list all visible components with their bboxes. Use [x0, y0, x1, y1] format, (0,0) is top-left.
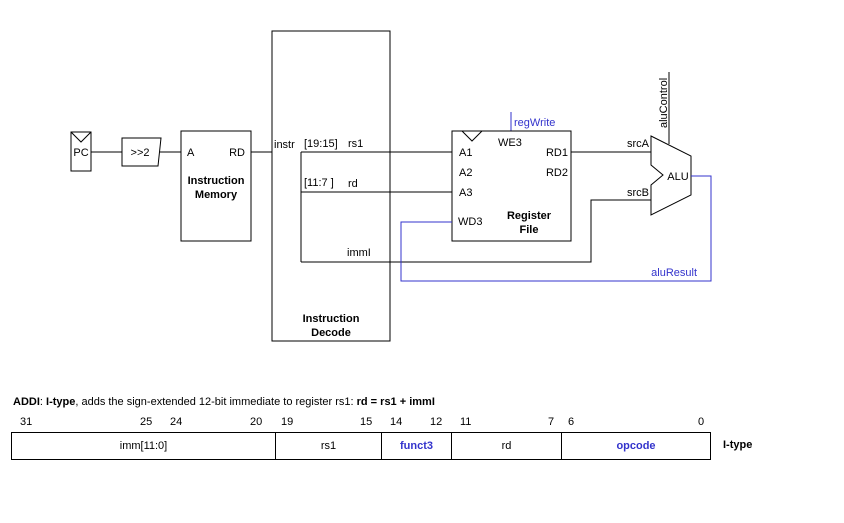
regfile-a3-port: A3: [459, 187, 472, 199]
imm-signal-label: immI: [347, 247, 371, 259]
regfile-rd2-port: RD2: [546, 167, 568, 179]
caption-instruction-name: ADDI: [13, 396, 40, 408]
format-type-label: I-type: [723, 439, 753, 451]
decode-title-line2: Decode: [311, 327, 351, 339]
imem-a-port: A: [187, 147, 195, 159]
bit-label: 24: [170, 416, 183, 428]
field-opcode: opcode: [561, 432, 711, 460]
field-rd: rd: [451, 432, 562, 460]
imem-title-line2: Memory: [195, 189, 238, 201]
caption-formula: rd = rs1 + immI: [356, 396, 435, 408]
register-file: A1 A2 A3 WD3 WE3 RD1 RD2 Register File: [451, 130, 572, 242]
bit-label: 12: [430, 416, 443, 428]
instruction-caption: ADDI: I-type, adds the sign-extended 12-…: [13, 396, 435, 408]
field-rs1: rs1: [275, 432, 382, 460]
bit-label: 31: [20, 416, 33, 428]
aluresult-label: aluResult: [651, 267, 697, 279]
srcb-label: srcB: [627, 187, 649, 199]
instruction-decode: instr Instruction Decode: [271, 30, 391, 342]
bit-label: 15: [360, 416, 373, 428]
regfile-wd3-port: WD3: [458, 216, 482, 228]
pc-label: PC: [73, 147, 88, 159]
shift-block: >>2: [121, 137, 162, 167]
imem-rd-port: RD: [229, 147, 245, 159]
regfile-title-line1: Register: [507, 210, 552, 222]
field-imm: imm[11:0]: [11, 432, 276, 460]
regfile-we3-port: WE3: [498, 137, 522, 149]
caption-description: , adds the sign-extended 12-bit immediat…: [75, 396, 357, 408]
wire-imm-srcb: [301, 199, 651, 263]
alu-label: ALU: [667, 171, 688, 183]
regwrite-label: regWrite: [514, 117, 555, 129]
bit-label: 0: [698, 416, 705, 428]
instr-label: instr: [274, 139, 295, 151]
field-funct3: funct3: [381, 432, 452, 460]
pc-register: PC: [70, 131, 92, 172]
datapath-diagram: PC >>2 A RD Instruction Memory instr Ins…: [70, 30, 712, 342]
alucontrol-label: aluControl: [658, 78, 670, 128]
bits-11-7-label: [11:7 ]: [304, 177, 334, 189]
caption-instruction-type: I-type: [46, 396, 76, 408]
bit-label: 14: [390, 416, 403, 428]
rd-signal-label: rd: [348, 178, 358, 190]
decode-title-line1: Instruction: [303, 313, 360, 325]
regfile-a2-port: A2: [459, 167, 472, 179]
instruction-memory: A RD Instruction Memory: [180, 130, 252, 242]
regfile-a1-port: A1: [459, 147, 472, 159]
bit-label: 11: [460, 416, 472, 428]
imem-title-line1: Instruction: [188, 175, 245, 187]
alu: ALU: [650, 135, 692, 216]
bit-label: 20: [250, 416, 263, 428]
regfile-rd1-port: RD1: [546, 147, 568, 159]
decode-wiring: [300, 151, 651, 263]
bit-label: 6: [568, 416, 575, 428]
rs1-signal-label: rs1: [348, 138, 363, 150]
bit-label: 19: [281, 416, 294, 428]
bits-19-15-label: [19:15]: [304, 138, 338, 150]
regfile-title-line2: File: [520, 224, 539, 236]
bit-label: 25: [140, 416, 153, 428]
wire-aluresult: [400, 175, 712, 282]
shift-label: >>2: [131, 147, 150, 159]
srca-label: srcA: [627, 138, 650, 150]
bit-label: 7: [548, 416, 555, 428]
